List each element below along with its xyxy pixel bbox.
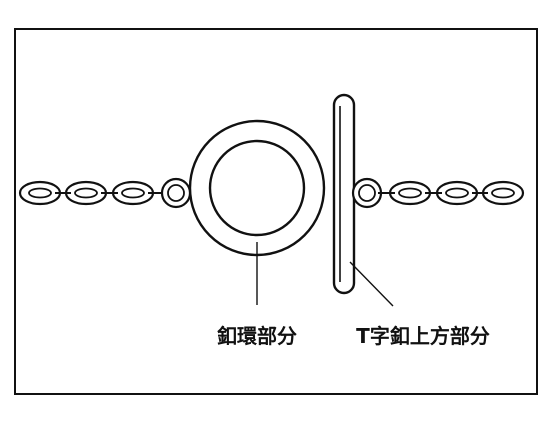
chain-link	[18, 180, 62, 206]
right-chain	[351, 177, 525, 209]
chain-link	[481, 180, 525, 206]
chain-link	[64, 180, 108, 206]
chain-link-inner	[398, 187, 422, 199]
chain-link	[111, 180, 155, 206]
ring-part-label: 釦環部分	[217, 324, 297, 348]
jump-ring-right-inner	[358, 184, 376, 202]
clasp-ring-inner	[208, 139, 306, 237]
chain-link-inner	[28, 187, 52, 199]
jump-ring-left	[160, 177, 192, 209]
t-bar-part-label: T字釦上方部分	[356, 324, 490, 348]
t-bar-leader-line	[349, 261, 394, 307]
diagram-frame	[14, 28, 538, 395]
chain-link-inner	[491, 187, 515, 199]
jump-ring-left-inner	[167, 184, 185, 202]
chain-link-inner	[445, 187, 469, 199]
clasp-ring	[188, 119, 326, 257]
chain-link-inner	[121, 187, 145, 199]
left-chain	[18, 177, 192, 209]
chain-link-inner	[74, 187, 98, 199]
chain-link	[435, 180, 479, 206]
jump-ring-right	[351, 177, 383, 209]
chain-link	[388, 180, 432, 206]
